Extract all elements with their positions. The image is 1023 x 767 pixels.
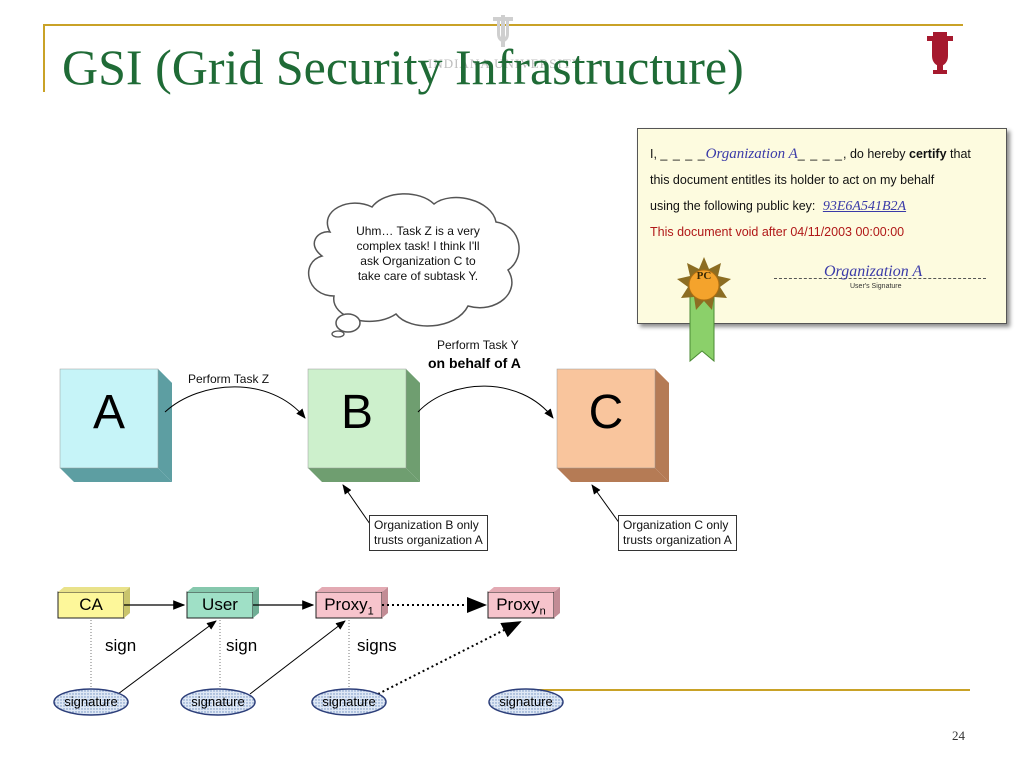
org-b-box xyxy=(307,368,420,482)
proxy-1-text: Proxy xyxy=(324,595,368,614)
note-org-b: Organization B only trusts organization … xyxy=(369,515,488,551)
cert-key-label: using the following public key: xyxy=(650,199,816,213)
university-emblem-icon xyxy=(493,15,513,47)
task-y-label: Perform Task Y xyxy=(437,338,519,352)
cert-prefix: I, xyxy=(650,147,661,161)
signature-label-1: signature xyxy=(64,694,118,709)
note-b-pointer xyxy=(342,484,371,525)
cert-void-line: This document void after 04/11/2003 00:0… xyxy=(650,225,905,239)
note-line: trusts organization A xyxy=(374,533,483,547)
arrow-sig3-proxyn xyxy=(377,621,522,695)
cert-line-1: I, _ _ _ _Organization A_ _ _ _, do here… xyxy=(650,146,971,162)
task-z-label: Perform Task Z xyxy=(188,372,270,386)
signature-label-2: signature xyxy=(191,694,245,709)
signature-label-4: signature xyxy=(499,694,553,709)
arrow-sig2-proxy1 xyxy=(249,620,346,695)
proxy-1-subscript: 1 xyxy=(367,605,374,618)
proxy-n-label: Proxyn xyxy=(488,595,554,617)
note-line: trusts organization A xyxy=(623,533,732,547)
box-b-label: B xyxy=(340,386,373,439)
iu-logo xyxy=(927,32,953,74)
thought-bubble xyxy=(307,193,520,338)
arrow-task-z xyxy=(164,386,306,419)
thought-line: complex task! I think I'll xyxy=(356,239,480,253)
proxy-n-subscript: n xyxy=(539,605,546,618)
cert-signature: Organization A xyxy=(824,263,923,280)
user-box xyxy=(186,587,259,619)
sign-label-1: sign xyxy=(105,636,137,655)
thought-text: Uhm… Task Z is a very complex task! I th… xyxy=(328,224,508,284)
signature-oval-4 xyxy=(488,688,564,716)
cert-suffix-end: that xyxy=(946,147,971,161)
note-line: Organization B only xyxy=(374,518,479,532)
note-line: Organization C only xyxy=(623,518,729,532)
cert-certify: certify xyxy=(909,147,947,161)
sign-label-2: sign xyxy=(226,636,258,655)
proxy-certificate: I, _ _ _ _Organization A_ _ _ _, do here… xyxy=(637,128,1007,363)
org-a-box xyxy=(59,368,172,482)
signature-oval-2 xyxy=(180,688,256,716)
arrow-task-y xyxy=(417,385,554,419)
box-c-label: C xyxy=(588,386,624,439)
seal-icon xyxy=(677,257,731,363)
thought-line: ask Organization C to xyxy=(360,254,476,268)
org-c-box xyxy=(556,368,669,482)
arrow-sig1-user xyxy=(117,620,217,695)
cert-org-name: Organization A xyxy=(705,146,798,162)
seal-text: PC xyxy=(696,270,712,282)
signs-label: signs xyxy=(357,636,397,655)
thought-line: take care of subtask Y. xyxy=(357,269,479,283)
proxy-1-box xyxy=(315,587,388,619)
note-org-c: Organization C only trusts organization … xyxy=(618,515,737,551)
proxy-n-box xyxy=(487,587,560,619)
cert-line-2: this document entitles its holder to act… xyxy=(650,173,935,187)
user-label: User xyxy=(202,595,238,614)
university-watermark: INDIANA UNIVERSITY xyxy=(428,56,583,71)
cert-signature-label: User's Signature xyxy=(850,283,902,290)
ca-label: CA xyxy=(79,595,103,614)
signature-oval-3 xyxy=(311,688,387,716)
behalf-label: on behalf of A xyxy=(428,355,521,371)
signature-label-3: signature xyxy=(322,694,376,709)
page-number: 24 xyxy=(952,728,965,743)
page-title: GSI (Grid Security Infrastructure) xyxy=(62,39,744,95)
box-a-label: A xyxy=(92,386,125,439)
cert-signature-line xyxy=(774,278,986,279)
note-c-pointer xyxy=(591,484,621,525)
header-vertical-rule xyxy=(43,24,45,92)
cert-suffix: , do hereby xyxy=(843,147,910,161)
cert-public-key: 93E6A541B2A xyxy=(822,199,907,214)
cert-line-3: using the following public key: 93E6A541… xyxy=(650,199,906,215)
proxy-n-text: Proxy xyxy=(496,595,540,614)
proxy-1-label: Proxy1 xyxy=(316,595,382,617)
thought-line: Uhm… Task Z is a very xyxy=(356,224,480,238)
signature-oval-1 xyxy=(53,688,129,716)
